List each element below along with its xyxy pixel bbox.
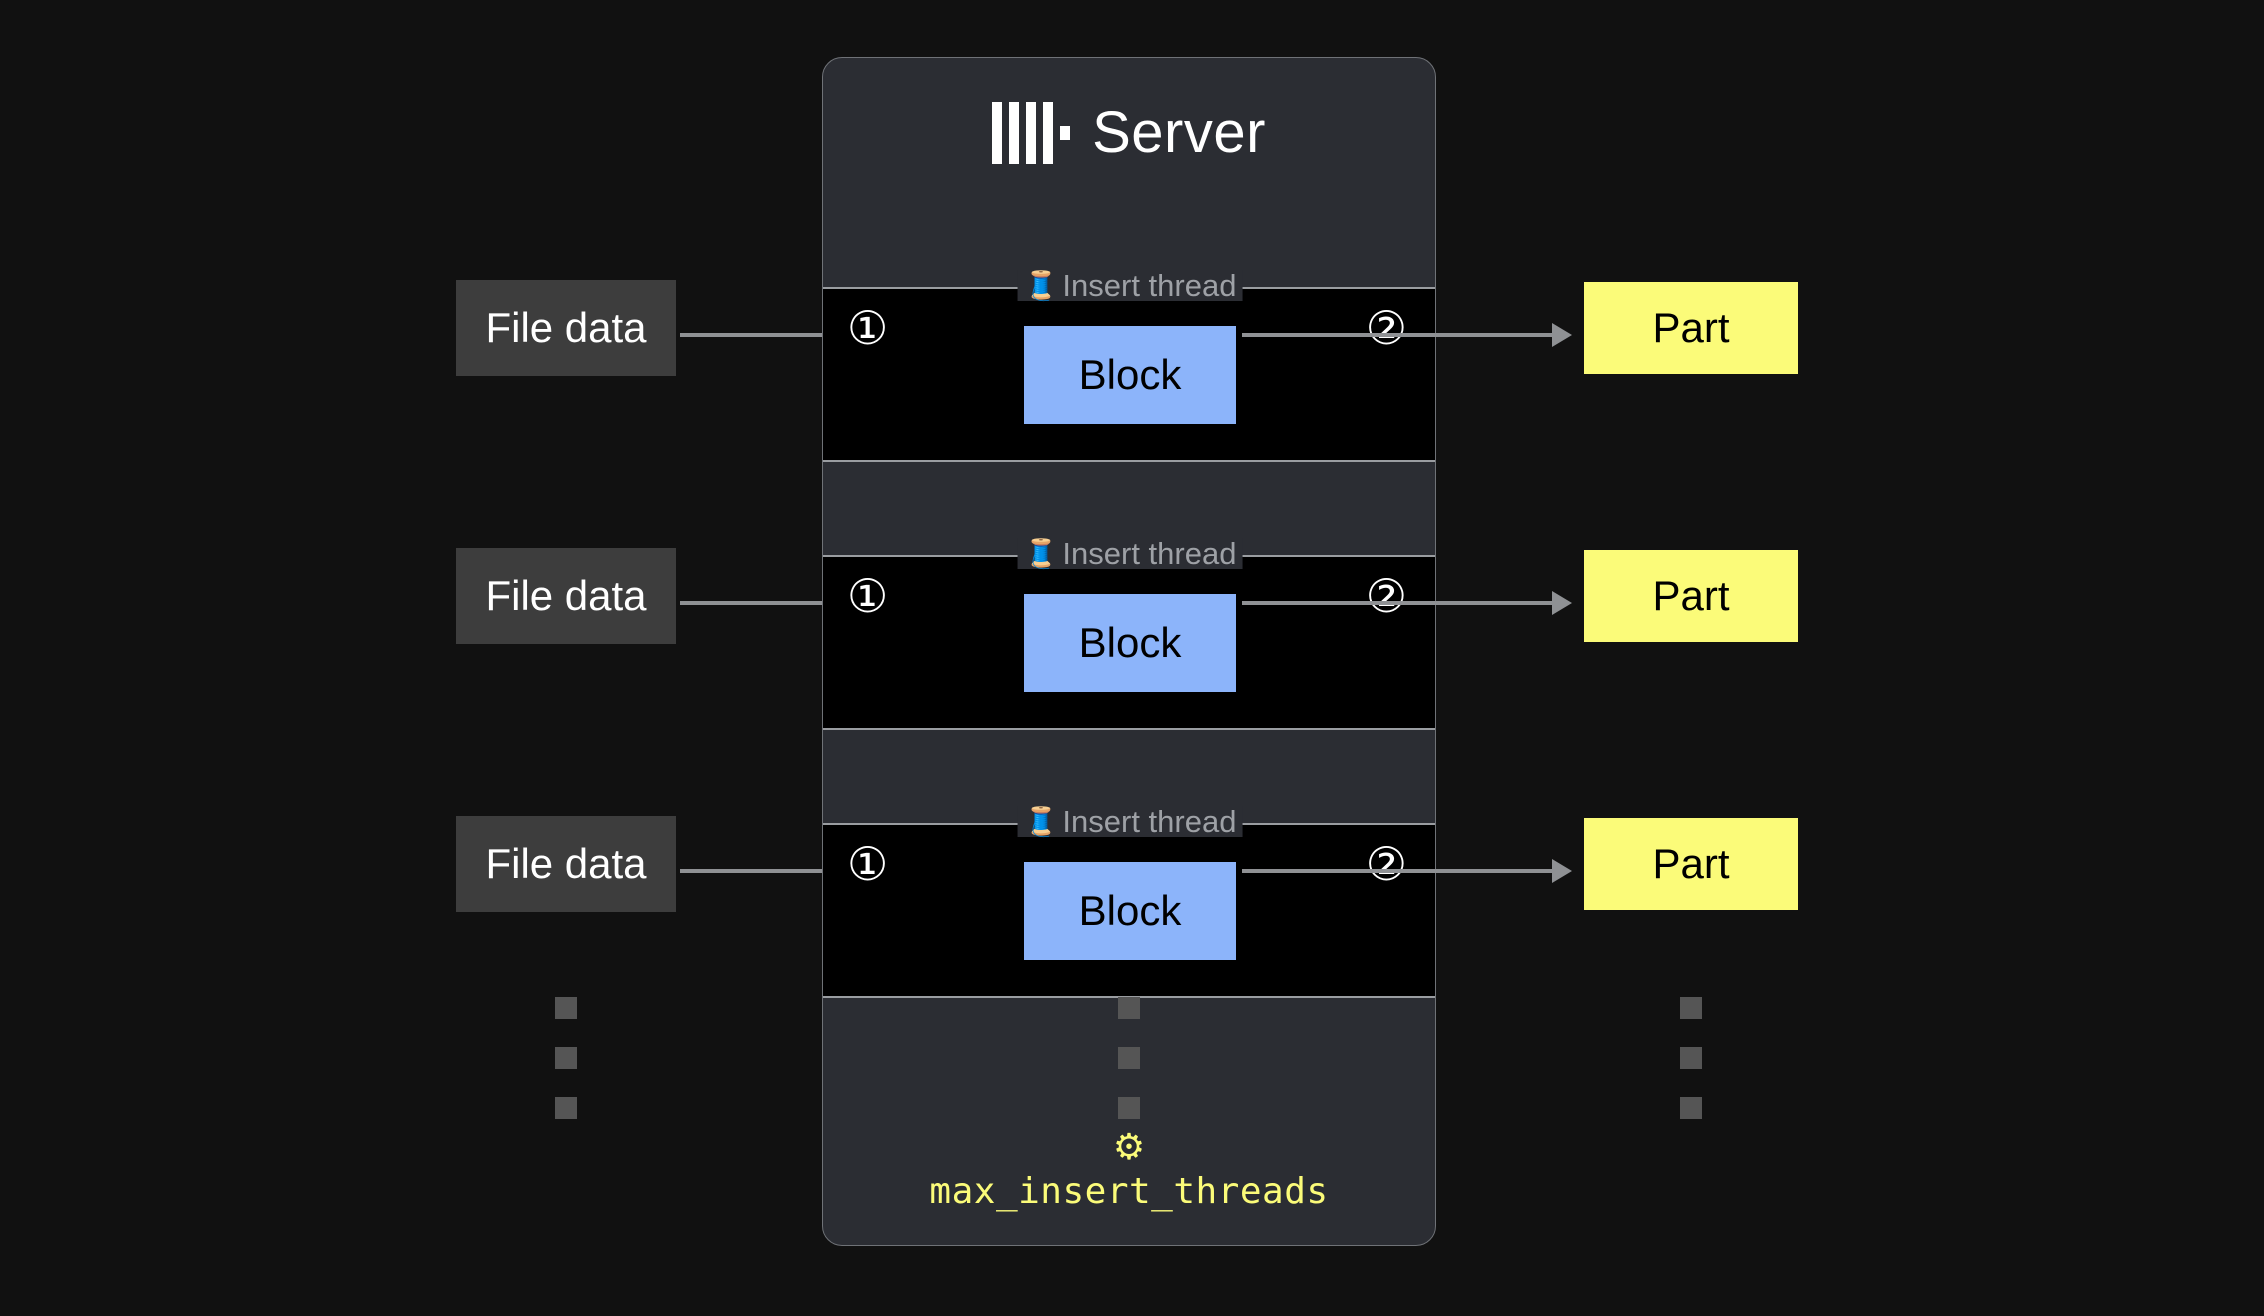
logo-dot [1060,126,1071,140]
step-number-in: ① [847,569,889,623]
part-label: Part [1652,304,1730,351]
arrow-shaft [1242,601,1552,605]
ellipsis-square [1118,1047,1140,1069]
block-box: Block [1024,861,1236,960]
block-label: Block [1078,886,1182,934]
step-number-out: ② [1365,569,1407,623]
step-number-out: ② [1365,837,1407,891]
ellipsis-column-part [1680,997,1702,1119]
step-number-in: ① [847,837,889,891]
block-box: Block [1024,593,1236,692]
server-header: Server [823,58,1435,208]
arrow-head-icon [1552,591,1572,615]
part-box: Part [1584,818,1798,910]
file-data-label: File data [485,840,647,887]
step-number-out: ② [1365,301,1407,355]
part-box: Part [1584,282,1798,374]
insert-thread-band: 🧵 Insert thread ① ② Block [823,806,1435,998]
insert-thread-legend: 🧵 Insert thread [1017,804,1243,839]
gear-icon: ⚙ [1112,1126,1146,1168]
arrow-shaft [1242,869,1552,873]
thread-spool-icon: 🧵 [1023,537,1059,569]
ellipsis-square [555,997,577,1019]
insert-thread-legend: 🧵 Insert thread [1017,268,1243,303]
block-label: Block [1078,350,1182,398]
arrow-head-icon [1552,323,1572,347]
file-data-box: File data [456,548,676,644]
setting-name-label: max_insert_threads [929,1170,1329,1212]
ellipsis-square [1118,997,1140,1019]
logo-bar [992,102,1003,164]
ellipsis-column-file [555,997,577,1119]
insert-thread-band: 🧵 Insert thread ① ② Block [823,270,1435,462]
insert-thread-label: Insert thread [1062,536,1237,571]
block-box: Block [1024,325,1236,424]
part-label: Part [1652,572,1730,619]
logo-bar [1009,102,1020,164]
ellipsis-square [1680,1047,1702,1069]
insert-thread-legend: 🧵 Insert thread [1017,536,1243,571]
arrow-shaft [1242,333,1552,337]
logo-bar [1043,102,1054,164]
part-box: Part [1584,550,1798,642]
file-data-label: File data [485,572,647,619]
logo-bar [1026,102,1037,164]
arrow-block-to-part [1242,859,1572,883]
ellipsis-column-block [1118,997,1140,1119]
thread-spool-icon: 🧵 [1023,805,1059,837]
arrow-head-icon [1552,859,1572,883]
server-title: Server [1092,100,1266,165]
arrow-block-to-part [1242,323,1572,347]
file-data-box: File data [456,816,676,912]
server-card: Server 🧵 Insert thread ① ② Block 🧵 Inser… [822,57,1436,1246]
ellipsis-square [1118,1097,1140,1119]
arrow-block-to-part [1242,591,1572,615]
ellipsis-square [555,1047,577,1069]
block-label: Block [1078,618,1182,666]
setting-footer: ⚙ max_insert_threads [823,1126,1435,1213]
ellipsis-square [555,1097,577,1119]
clickhouse-logo-icon [992,102,1071,164]
file-data-label: File data [485,304,647,351]
insert-thread-label: Insert thread [1062,804,1237,839]
insert-thread-band: 🧵 Insert thread ① ② Block [823,538,1435,730]
ellipsis-square [1680,1097,1702,1119]
part-label: Part [1652,840,1730,887]
file-data-box: File data [456,280,676,376]
thread-spool-icon: 🧵 [1023,269,1059,301]
step-number-in: ① [847,301,889,355]
insert-thread-label: Insert thread [1062,268,1237,303]
ellipsis-square [1680,997,1702,1019]
